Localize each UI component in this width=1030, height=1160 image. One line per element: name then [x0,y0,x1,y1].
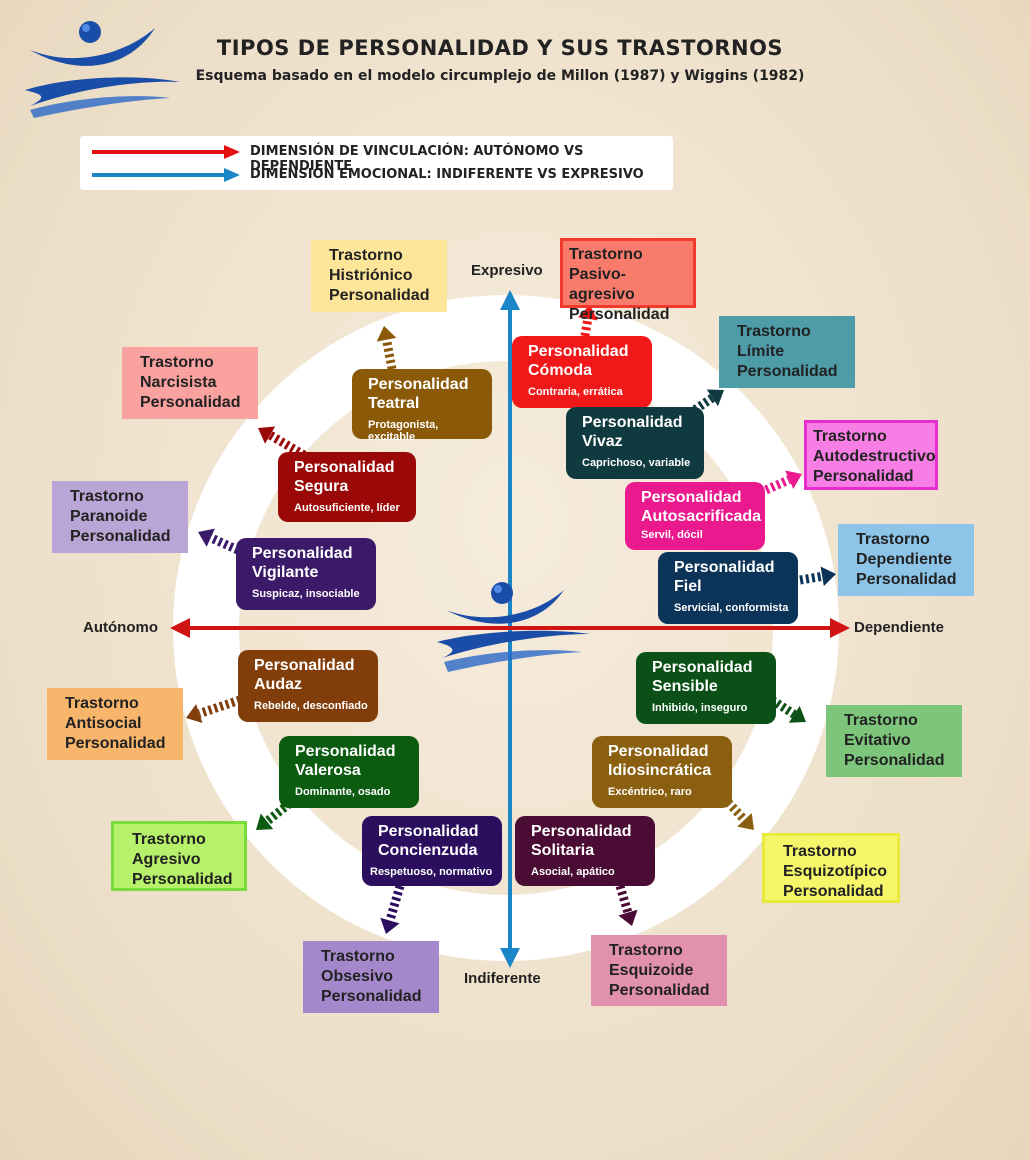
axis-arrow-up-icon [500,290,520,310]
axis-label-top: Expresivo [471,262,543,279]
legend-blue-text: DIMENSIÓN EMOCIONAL: INDIFERENTE VS EXPR… [250,167,644,182]
arrow-head-icon [737,812,754,830]
legend-red-text: DIMENSIÓN DE VINCULACIÓN: AUTÓNOMO VS DE… [250,144,584,174]
personality-vivaz: Personalidad Vivaz Caprichoso, variable [566,407,704,479]
arrow-concienzuda [385,884,405,922]
personality-segura: Personalidad Segura Autosuficiente, líde… [278,452,416,522]
legend-row-red: DIMENSIÓN DE VINCULACIÓN: AUTÓNOMO VS DE… [80,140,673,174]
personality-audaz: Personalidad Audaz Rebelde, desconfiado [238,650,378,722]
axis-label-left: Autónomo [83,619,158,636]
personality-fiel: Personalidad Fiel Servicial, conformista [658,552,798,624]
logo-swoosh-lower [25,77,180,106]
arrow-segura [267,431,307,459]
personality-sensible: Personalidad Sensible Inhibido, inseguro [636,652,776,724]
arrow-audaz [197,695,242,718]
arrow-head-icon [380,917,400,934]
personality-vigilante: Personalidad Vigilante Suspicaz, insocia… [236,538,376,610]
arrow-head-icon [820,566,836,587]
arrow-autosacrificada [764,475,792,495]
center-logo [437,582,590,672]
arrow-teatral [382,338,397,370]
arrow-head-icon [785,470,802,489]
arrow-head-icon [186,704,203,724]
arrow-comoda [580,318,593,337]
arrow-head-icon [376,326,397,342]
arrow-head-icon [198,528,215,547]
personality-concienzuda: Personalidad Concienzuda Respetuoso, nor… [362,816,502,886]
arrow-vigilante [208,533,240,555]
axis-arrow-left-icon [170,618,190,638]
arrow-head-icon [788,705,806,723]
arrow-head-icon [256,813,274,830]
arrow-sensible [769,696,797,719]
axis-label-bottom: Indiferente [464,970,541,987]
personality-idiosincratica: Personalidad Idiosincrática Excéntrico, … [592,736,732,808]
page-subtitle: Esquema basado en el modelo circumplejo … [195,68,805,84]
personality-valerosa: Personalidad Valerosa Dominante, osado [279,736,419,808]
arrow-idiosincratica [720,794,748,823]
blue-arrow-icon [92,168,240,182]
arrow-head-icon [618,909,638,926]
legend-row-blue: DIMENSIÓN EMOCIONAL: INDIFERENTE VS EXPR… [80,163,673,187]
red-arrow-icon [92,145,240,159]
page-title: TIPOS DE PERSONALIDAD Y SUS TRASTORNOS [216,36,784,60]
logo-swoosh-upper [30,28,155,66]
arrow-head-icon [577,305,598,321]
axis-arrow-right-icon [830,618,850,638]
axis-label-right: Dependiente [854,619,945,636]
arrow-head-icon [258,426,276,444]
legend: DIMENSIÓN DE VINCULACIÓN: AUTÓNOMO VS DE… [80,136,673,190]
personality-solitaria: Personalidad Solitaria Asocial, apático [515,816,655,886]
personality-autosacrificada: Personalidad Autosacrificada Servil, dóc… [625,482,765,550]
personality-comoda: Personalidad Cómoda Contraria, errática [512,336,652,408]
arrow-vivaz [687,394,715,417]
axis-arrow-down-icon [500,948,520,968]
logo [25,21,180,118]
arrow-head-icon [706,389,724,407]
arrow-fiel [799,571,823,585]
arrow-solitaria [615,884,633,914]
personality-teatral: Personalidad Teatral Protagonista, excit… [352,369,492,443]
